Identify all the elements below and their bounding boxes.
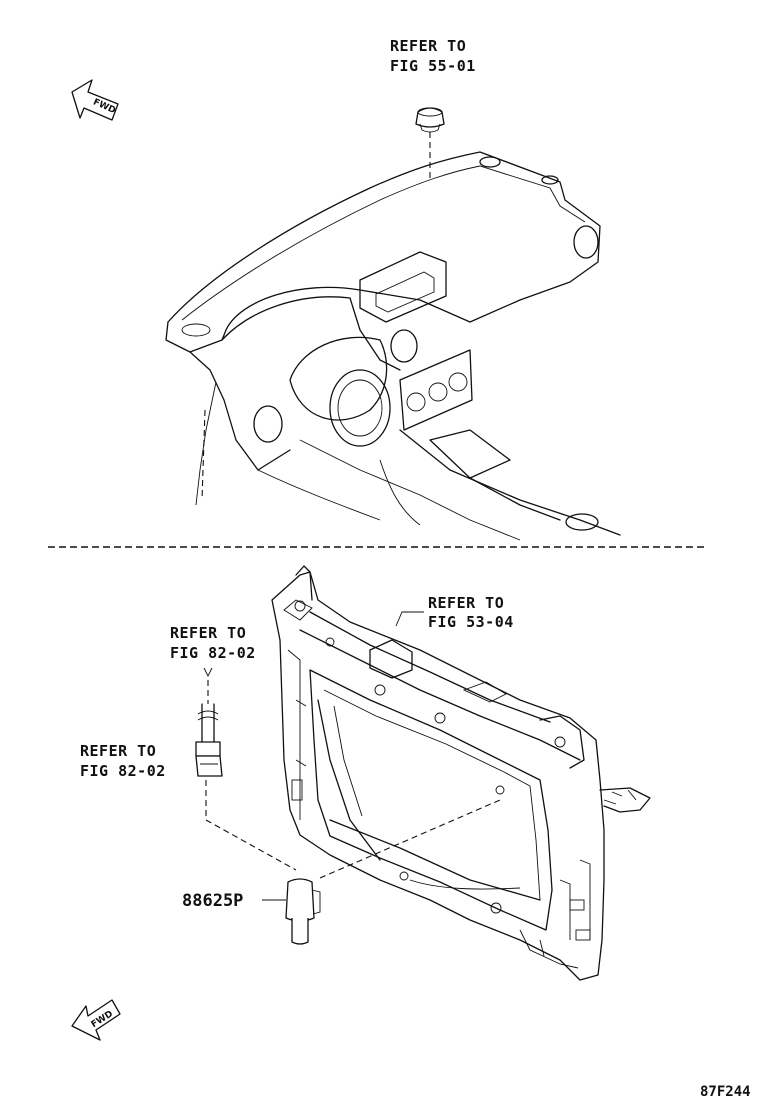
callout-fig-53-04: REFER TO FIG 53-04: [395, 594, 514, 631]
callout-82-02-wire-line1: REFER TO: [170, 624, 246, 642]
fwd-arrow-top: FWD: [71, 79, 119, 121]
radiator-core-support: [271, 565, 651, 981]
callout-fig-82-02-connector: REFER TO FIG 82-02: [80, 742, 166, 780]
callout-55-01-line2: FIG 55-01: [390, 57, 476, 75]
wire-harness: [195, 667, 223, 820]
callout-82-02-connector-line2: FIG 82-02: [80, 762, 166, 780]
callout-55-01-line1: REFER TO: [390, 37, 466, 55]
callout-53-04-line2: FIG 53-04: [428, 613, 514, 631]
callout-53-04-line1: REFER TO: [428, 594, 504, 612]
sensor-cap: [415, 107, 445, 133]
dashboard-illustration: [165, 151, 621, 541]
fwd-arrow-bottom: FWD: [71, 999, 121, 1041]
ambient-sensor-88625p: 88625P: [182, 819, 321, 945]
callout-fig-55-01: REFER TO FIG 55-01: [390, 37, 476, 75]
figure-code: 87F244: [700, 1084, 751, 1100]
part-number-88625p: 88625P: [182, 891, 243, 911]
callout-82-02-wire-line2: FIG 82-02: [170, 644, 256, 662]
callout-82-02-connector-line1: REFER TO: [80, 742, 156, 760]
callout-fig-82-02-wire: REFER TO FIG 82-02: [170, 624, 256, 662]
